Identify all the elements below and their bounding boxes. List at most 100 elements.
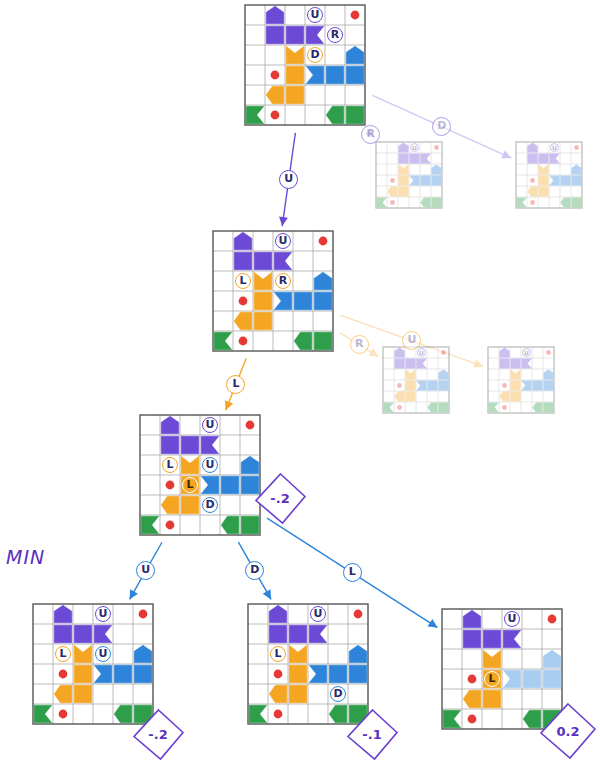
piece-cell xyxy=(406,370,416,380)
piece-cell xyxy=(274,252,292,270)
piece-cell xyxy=(439,403,449,413)
piece-cell xyxy=(114,705,132,723)
move-arrow xyxy=(238,542,271,599)
edge-move-label: L xyxy=(226,375,245,394)
target-dot xyxy=(434,145,439,150)
piece-cell xyxy=(428,381,438,391)
target-dot xyxy=(468,675,477,684)
game-board: U xyxy=(381,345,451,415)
value-number: -.2 xyxy=(148,727,167,742)
piece-cell xyxy=(439,381,449,391)
piece-cell xyxy=(421,176,431,186)
piece-cell xyxy=(517,198,527,208)
piece-cell xyxy=(432,198,442,208)
piece-cell xyxy=(289,685,307,703)
piece-cell xyxy=(74,665,92,683)
piece-cell xyxy=(399,187,409,197)
value-number: -.2 xyxy=(270,491,289,506)
piece-cell xyxy=(254,272,272,290)
piece-cell xyxy=(201,436,219,454)
min-label: MIN xyxy=(6,546,45,568)
target-dot xyxy=(397,383,402,388)
edge-move-label: U xyxy=(279,170,298,189)
piece-cell xyxy=(483,650,501,668)
arrow-head xyxy=(225,400,233,410)
value-diamond: -.2 xyxy=(133,709,184,760)
arrow-head xyxy=(279,216,288,226)
piece-cell xyxy=(399,176,409,186)
piece-cell xyxy=(528,143,538,153)
piece-cell xyxy=(241,516,259,534)
piece-cell xyxy=(463,690,481,708)
target-dot xyxy=(530,200,535,205)
target-dot xyxy=(271,71,280,80)
piece-cell xyxy=(539,154,549,164)
game-board: U xyxy=(374,140,444,210)
target-dot xyxy=(530,178,535,183)
board-grid xyxy=(138,413,262,537)
piece-cell xyxy=(306,26,324,44)
piece-cell xyxy=(289,665,307,683)
piece-cell xyxy=(346,66,364,84)
piece-cell xyxy=(543,650,561,668)
piece-cell xyxy=(286,86,304,104)
piece-cell xyxy=(417,381,427,391)
piece-cell xyxy=(410,176,420,186)
piece-cell xyxy=(269,685,287,703)
arrow-head xyxy=(427,619,437,628)
piece-cell xyxy=(269,605,287,623)
piece-cell xyxy=(572,165,582,175)
piece-cell xyxy=(483,670,501,688)
piece-cell xyxy=(377,198,387,208)
game-board: ULR xyxy=(211,229,335,353)
piece-cell xyxy=(528,154,538,164)
board-grid xyxy=(246,602,370,726)
move-arrow xyxy=(341,315,484,367)
target-dot xyxy=(246,421,255,430)
piece-cell xyxy=(289,645,307,663)
target-dot xyxy=(502,383,507,388)
piece-cell xyxy=(543,670,561,688)
target-dot xyxy=(574,145,579,150)
game-board: URD xyxy=(243,3,367,127)
piece-cell xyxy=(539,165,549,175)
piece-cell xyxy=(384,403,394,413)
piece-cell xyxy=(294,332,312,350)
board-grid xyxy=(440,607,564,731)
target-dot xyxy=(166,481,175,490)
edge-move-label: D xyxy=(432,117,451,136)
piece-cell xyxy=(511,370,521,380)
piece-cell xyxy=(254,292,272,310)
piece-cell xyxy=(399,154,409,164)
piece-cell xyxy=(388,187,398,197)
piece-cell xyxy=(550,154,560,164)
arrow-head xyxy=(263,589,271,599)
piece-cell xyxy=(114,665,132,683)
game-board: U xyxy=(514,140,584,210)
target-dot xyxy=(239,297,248,306)
piece-cell xyxy=(511,392,521,402)
piece-cell xyxy=(141,516,159,534)
move-arrow xyxy=(130,542,162,599)
piece-cell xyxy=(314,332,332,350)
game-board: ULD xyxy=(246,602,370,726)
value-diamond: -.1 xyxy=(347,709,398,760)
piece-cell xyxy=(241,456,259,474)
piece-cell xyxy=(94,665,112,683)
piece-cell xyxy=(500,359,510,369)
piece-cell xyxy=(395,359,405,369)
piece-cell xyxy=(443,710,461,728)
target-dot xyxy=(166,521,175,530)
piece-cell xyxy=(314,292,332,310)
value-number: 0.2 xyxy=(556,724,579,739)
piece-cell xyxy=(528,187,538,197)
piece-cell xyxy=(201,476,219,494)
edge-move-label: U xyxy=(136,561,155,580)
piece-cell xyxy=(329,705,347,723)
piece-cell xyxy=(428,403,438,413)
piece-cell xyxy=(406,359,416,369)
edge-move-label: R xyxy=(350,335,369,354)
piece-cell xyxy=(483,690,501,708)
piece-cell xyxy=(214,332,232,350)
piece-cell xyxy=(266,86,284,104)
